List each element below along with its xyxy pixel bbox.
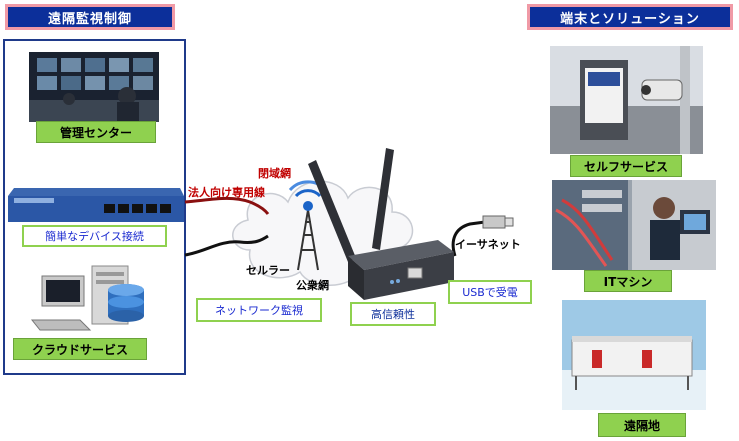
usb-power-label: USBで受電 xyxy=(448,280,532,304)
dedicated-line-text: 法人向け専用線 xyxy=(188,186,265,199)
left-title: 遠隔監視制御 xyxy=(5,4,175,30)
reliability-label: 高信頼性 xyxy=(350,302,436,326)
cellular-text: セルラー xyxy=(246,264,290,277)
network-diagram-graphic xyxy=(184,148,514,300)
cloud-server-icon xyxy=(30,262,150,334)
closed-network-text: 閉域網 xyxy=(258,167,291,180)
network-monitoring-label: ネットワーク監視 xyxy=(196,298,322,322)
self-service-label: セルフサービス xyxy=(570,155,682,177)
right-title: 端末とソリューション xyxy=(527,4,733,30)
management-center-photo xyxy=(29,52,159,122)
network-switch-device xyxy=(8,184,184,224)
public-network-text: 公衆網 xyxy=(296,279,329,292)
remote-site-label: 遠隔地 xyxy=(598,413,686,437)
easy-device-connection-label: 簡単なデバイス接続 xyxy=(22,225,167,247)
ethernet-text: イーサネット xyxy=(455,238,521,251)
self-service-photo xyxy=(550,46,703,154)
cloud-service-label: クラウドサービス xyxy=(13,338,147,360)
it-machine-photo xyxy=(552,180,716,270)
management-center-label: 管理センター xyxy=(36,121,156,143)
it-machine-label: ITマシン xyxy=(584,270,672,292)
remote-site-photo xyxy=(562,300,706,410)
left-panel xyxy=(3,39,186,375)
